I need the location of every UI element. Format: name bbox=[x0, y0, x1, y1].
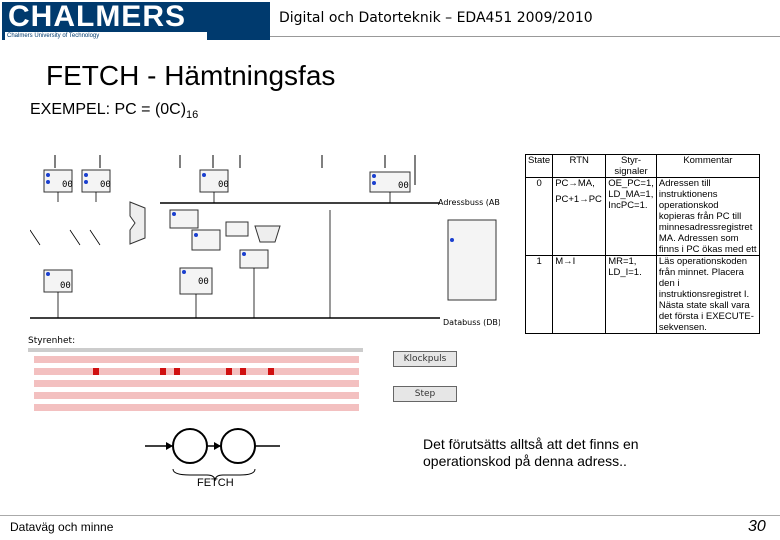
cell-rtn: M→I bbox=[552, 255, 607, 334]
example-label: EXEMPEL: PC = (0C)16 bbox=[30, 101, 198, 121]
logo-text: CHALMERS bbox=[8, 0, 186, 33]
table-row: 0 PC→MA, PC+1→PC OE_PC=1, LD_MA=1, IncPC… bbox=[524, 177, 760, 256]
signal-line: OE_PC=1, bbox=[608, 178, 654, 189]
state-0-circle bbox=[172, 428, 208, 464]
footer-divider bbox=[0, 515, 780, 516]
cell-signals: MR=1, LD_I=1. bbox=[605, 255, 657, 334]
table-header-row: State RTN Styr-signaler Kommentar bbox=[524, 154, 760, 178]
control-label: Styrenhet: bbox=[28, 336, 76, 346]
fetch-state-diagram: FETCH bbox=[145, 423, 280, 498]
footer-section: Dataväg och minne bbox=[10, 520, 114, 534]
cell-signals: OE_PC=1, LD_MA=1, IncPC=1. bbox=[605, 177, 657, 256]
svg-text:Adressbuss (AB): Adressbuss (AB) bbox=[438, 198, 500, 207]
svg-text:00: 00 bbox=[198, 277, 209, 287]
slide-title: FETCH - Hämtningsfas bbox=[46, 60, 336, 91]
cell-state: 0 bbox=[524, 177, 554, 256]
rtn-line: M→I bbox=[555, 256, 576, 267]
note-text: Det förutsätts alltså att det finns en o… bbox=[423, 436, 639, 469]
page-number: 30 bbox=[748, 518, 766, 535]
svg-text:00: 00 bbox=[218, 180, 229, 190]
svg-text:Databuss (DB): Databuss (DB) bbox=[443, 318, 500, 327]
signal-line: LD_I=1. bbox=[608, 267, 642, 278]
fetch-states bbox=[145, 428, 280, 482]
state-1-circle bbox=[220, 428, 256, 464]
control-signal-grid bbox=[28, 348, 363, 411]
example-base: 16 bbox=[186, 109, 199, 122]
cell-rtn: PC→MA, PC+1→PC bbox=[552, 177, 607, 256]
cell-state: 1 bbox=[524, 255, 554, 334]
rtn-line: PC+1→PC bbox=[555, 194, 602, 205]
cell-comment: Adressen till instruktionens operationsk… bbox=[655, 177, 760, 256]
col-comment: Kommentar bbox=[655, 154, 760, 178]
col-signals: Styr-signaler bbox=[605, 154, 657, 178]
logo-subtitle: Chalmers University of Technology bbox=[5, 32, 207, 40]
course-title: Digital och Datorteknik – EDA451 2009/20… bbox=[279, 10, 593, 26]
signal-line: LD_MA=1, bbox=[608, 189, 654, 200]
control-unit: Styrenhet: Klockpuls Step bbox=[28, 336, 488, 418]
svg-text:00: 00 bbox=[62, 180, 73, 190]
col-rtn: RTN bbox=[552, 154, 607, 178]
signal-line: MR=1, bbox=[608, 256, 637, 267]
cell-comment: Läs operationskoden från minnet. Placera… bbox=[655, 255, 760, 334]
chalmers-logo: CHALMERS Chalmers University of Technolo… bbox=[2, 0, 270, 40]
svg-text:00: 00 bbox=[60, 281, 71, 291]
rtn-table: State RTN Styr-signaler Kommentar 0 PC→M… bbox=[524, 154, 760, 334]
rtn-line: PC→MA, bbox=[555, 178, 595, 189]
example-prefix: EXEMPEL: PC = (0C) bbox=[30, 101, 187, 118]
fetch-label: FETCH bbox=[197, 477, 234, 489]
signal-line: IncPC=1. bbox=[608, 200, 648, 211]
col-state: State bbox=[524, 154, 554, 178]
svg-text:00: 00 bbox=[100, 180, 111, 190]
table-row: 1 M→I MR=1, LD_I=1. Läs operationskoden … bbox=[524, 255, 760, 334]
svg-text:00: 00 bbox=[398, 181, 409, 191]
header-divider bbox=[270, 36, 780, 37]
clock-pulse-button[interactable]: Klockpuls bbox=[393, 351, 457, 367]
step-button[interactable]: Step bbox=[393, 386, 457, 402]
